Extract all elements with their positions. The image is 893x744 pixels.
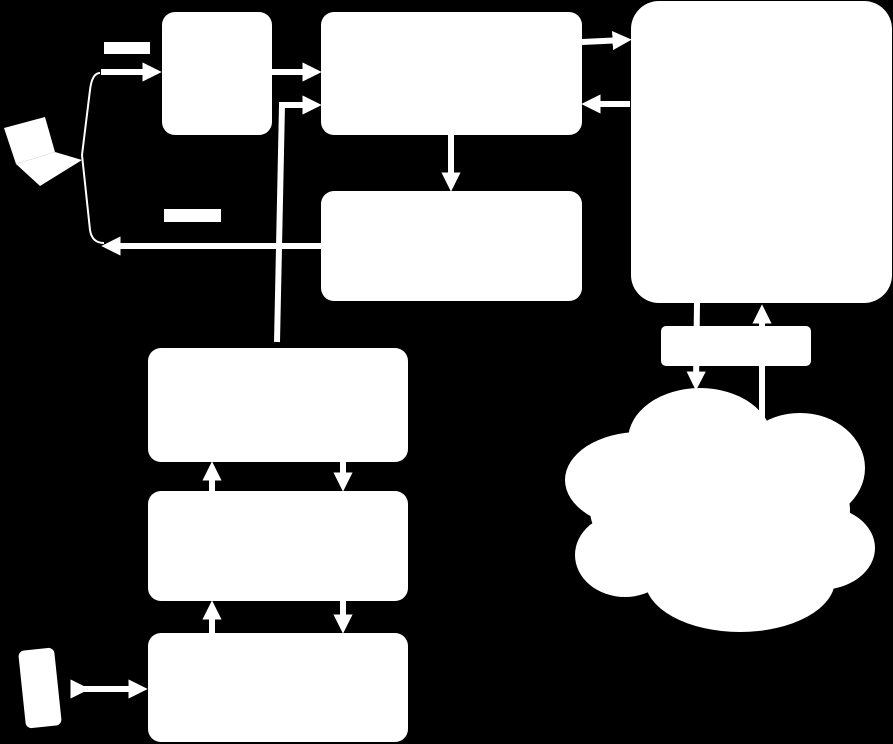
arrow-icon <box>581 30 632 51</box>
phone-icon <box>18 647 62 729</box>
stack-middle-block <box>148 491 408 601</box>
processor-block <box>321 12 582 135</box>
laptop-icon <box>4 117 82 186</box>
cloud-icon <box>565 388 875 632</box>
brace-icon <box>80 72 105 244</box>
arrow-icon <box>686 302 706 391</box>
arrow-icon <box>274 95 322 343</box>
input-tag-b <box>164 209 221 222</box>
server-block <box>631 1 892 303</box>
small-block <box>162 12 272 135</box>
stack-bottom-block <box>148 633 408 742</box>
output-block <box>321 191 582 301</box>
stack-top-block <box>148 348 408 462</box>
link-block <box>661 326 811 366</box>
input-tag-a <box>104 42 150 54</box>
